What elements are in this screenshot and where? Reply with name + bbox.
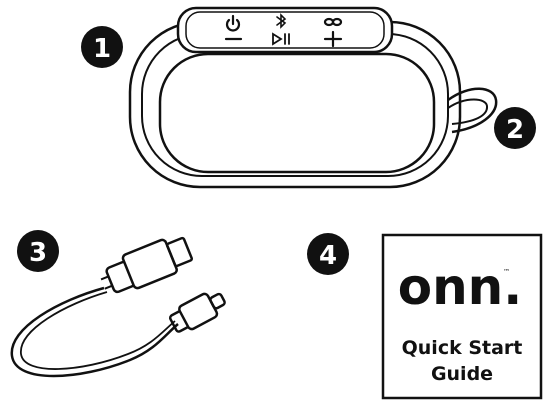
bluetooth-icon bbox=[276, 13, 287, 29]
badge-4-number: 4 bbox=[319, 241, 337, 271]
speaker-buttons bbox=[224, 13, 343, 48]
badge-3-number: 3 bbox=[29, 238, 47, 268]
cable-wire bbox=[10, 286, 179, 378]
badge-4: 4 bbox=[307, 233, 349, 275]
badge-2: 2 bbox=[494, 107, 536, 149]
badge-2-number: 2 bbox=[506, 115, 524, 145]
usb-a-connector bbox=[100, 236, 193, 294]
usb-c-connector bbox=[168, 292, 226, 333]
speaker-strap bbox=[447, 87, 498, 134]
power-icon bbox=[225, 14, 241, 32]
quick-start-guide-card: onn. ™ Quick Start Guide bbox=[381, 233, 543, 400]
speaker-grille bbox=[158, 52, 436, 174]
speaker-control-panel bbox=[176, 6, 394, 54]
badge-1-number: 1 bbox=[93, 34, 111, 64]
usb-cable bbox=[10, 236, 226, 378]
badge-3: 3 bbox=[17, 230, 59, 272]
play-pause-icon bbox=[272, 32, 290, 46]
trademark-mark: ™ bbox=[503, 268, 510, 276]
guide-title-line2: Guide bbox=[431, 363, 493, 385]
onn-logo: onn. bbox=[398, 258, 523, 316]
plus-icon bbox=[323, 30, 343, 48]
speaker bbox=[128, 6, 498, 189]
guide-title-line1: Quick Start bbox=[402, 337, 523, 359]
infinity-link-icon bbox=[323, 17, 343, 27]
badge-1: 1 bbox=[81, 26, 123, 68]
